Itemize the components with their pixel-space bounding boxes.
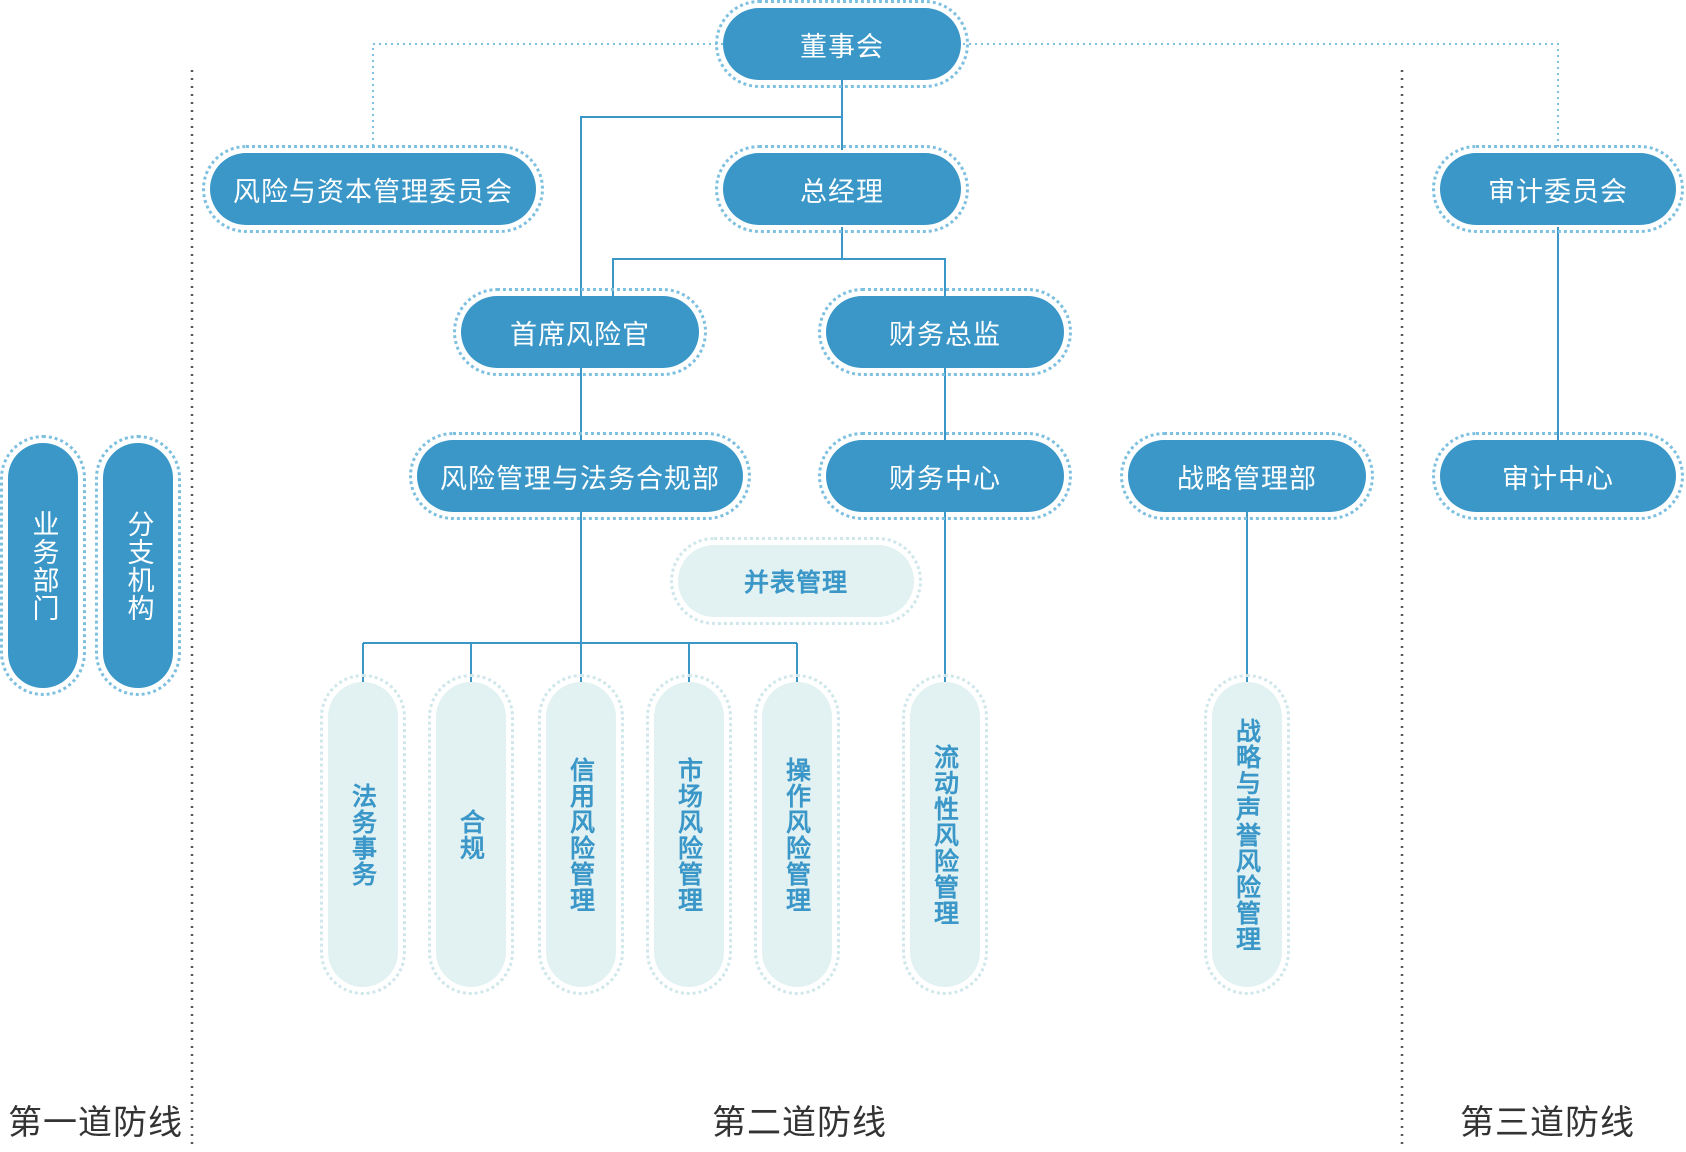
general-manager-label: 总经理 xyxy=(800,176,884,208)
dotted-board-riskcommittee xyxy=(372,43,723,150)
finance-center-node: 财务中心 xyxy=(818,432,1072,520)
consolidated-mgmt-node: 并表管理 xyxy=(670,537,922,625)
connector-gm-cro xyxy=(612,227,843,296)
finance-center-label: 财务中心 xyxy=(889,463,1001,495)
consolidated-mgmt-label: 并表管理 xyxy=(743,568,848,597)
connector-board-cro xyxy=(580,116,842,296)
strategy-dept-node: 战略管理部 xyxy=(1120,432,1374,520)
liquidity-risk-node: 流动性风险管理 xyxy=(902,674,988,995)
credit-risk-label: 信用风险管理 xyxy=(566,756,596,913)
risk-legal-compliance-dept-node: 风险管理与法务合规部 xyxy=(409,432,751,520)
second-line-of-defense-label: 第二道防线 xyxy=(712,1103,887,1143)
audit-center-node: 审计中心 xyxy=(1432,432,1684,520)
general-manager-node: 总经理 xyxy=(715,145,969,233)
audit-committee-node: 审计委员会 xyxy=(1432,145,1684,233)
operational-risk-node: 操作风险管理 xyxy=(754,674,840,995)
legal-affairs-node: 法务事务 xyxy=(320,674,406,995)
dotted-board-auditcommittee xyxy=(963,43,1559,150)
compliance-node: 合规 xyxy=(428,674,514,995)
chief-risk-officer-label: 首席风险官 xyxy=(510,319,650,351)
cfo-node: 财务总监 xyxy=(818,288,1072,376)
solid-connectors xyxy=(362,80,1559,682)
strategy-dept-label: 战略管理部 xyxy=(1177,463,1317,495)
risk-legal-compliance-dept-label: 风险管理与法务合规部 xyxy=(440,463,720,495)
market-risk-node: 市场风险管理 xyxy=(646,674,732,995)
credit-risk-node: 信用风险管理 xyxy=(538,674,624,995)
first-line-of-defense-label: 第一道防线 xyxy=(8,1103,183,1143)
audit-center-label: 审计中心 xyxy=(1502,463,1614,495)
liquidity-risk-label: 流动性风险管理 xyxy=(930,743,960,926)
dotted-connectors xyxy=(372,43,1559,150)
business-depts-label: 业务部门 xyxy=(27,509,59,622)
legal-affairs-label: 法务事务 xyxy=(348,782,378,887)
branches-node: 分支机构 xyxy=(95,435,181,696)
cfo-label: 财务总监 xyxy=(889,319,1001,351)
business-depts-node: 业务部门 xyxy=(0,435,86,696)
connector-gm-cfo xyxy=(842,258,946,296)
risk-capital-committee-node: 风险与资本管理委员会 xyxy=(202,145,544,233)
board-label: 董事会 xyxy=(800,31,884,63)
board-node: 董事会 xyxy=(715,0,969,88)
strategic-reputation-risk-label: 战略与声誉风险管理 xyxy=(1232,717,1262,952)
market-risk-label: 市场风险管理 xyxy=(674,756,704,913)
chief-risk-officer-node: 首席风险官 xyxy=(453,288,707,376)
branches-label: 分支机构 xyxy=(122,509,154,622)
risk-capital-committee-label: 风险与资本管理委员会 xyxy=(233,176,513,208)
compliance-label: 合规 xyxy=(456,808,486,861)
third-line-of-defense-label: 第三道防线 xyxy=(1460,1103,1635,1143)
audit-committee-label: 审计委员会 xyxy=(1488,176,1628,208)
strategic-reputation-risk-node: 战略与声誉风险管理 xyxy=(1204,674,1290,995)
operational-risk-label: 操作风险管理 xyxy=(782,756,812,913)
